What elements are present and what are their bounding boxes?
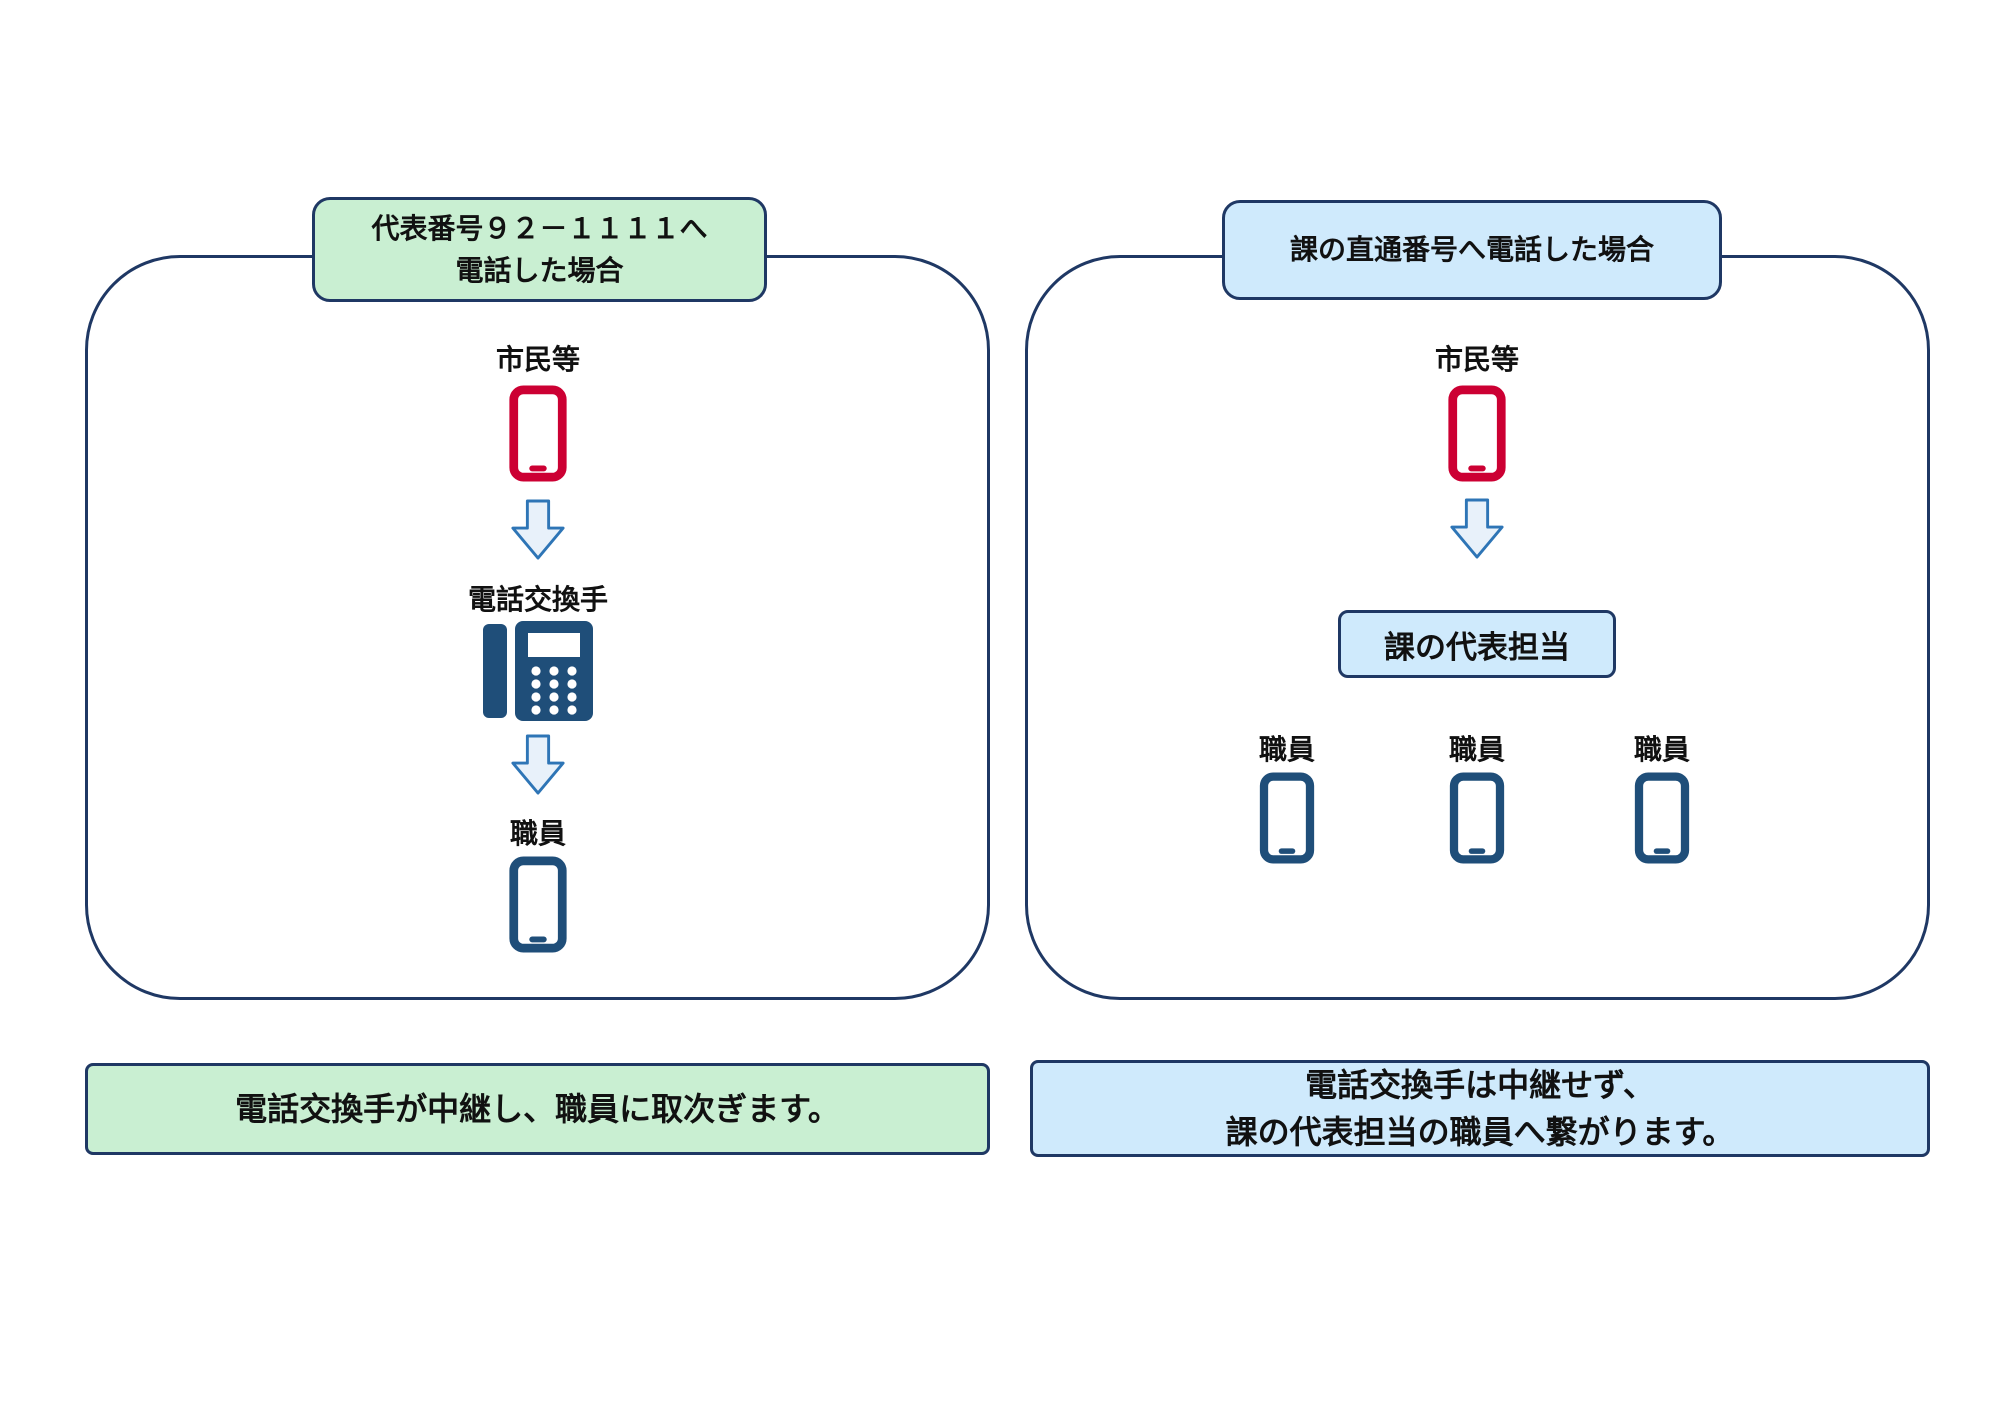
left-operator-label: 電話交換手	[467, 583, 609, 616]
down-arrow-icon	[1448, 497, 1506, 561]
right-caption-box: 電話交換手は中継せず、 課の代表担当の職員へ繋がります。	[1030, 1060, 1930, 1157]
left-staff-label: 職員	[509, 817, 567, 850]
left-title-line2: 電話した場合	[455, 253, 624, 287]
left-title-line1: 代表番号９２－１１１１へ	[371, 211, 708, 245]
staff-phone-icon	[1634, 772, 1690, 864]
right-flow-panel	[1025, 255, 1930, 1000]
staff-phone-icon	[1259, 772, 1315, 864]
right-staff-label: 職員	[1258, 733, 1316, 766]
right-staff-label: 職員	[1633, 733, 1691, 766]
down-arrow-icon	[509, 498, 567, 562]
down-arrow-icon	[509, 733, 567, 797]
staff-phone-icon	[508, 856, 568, 953]
right-caller-label: 市民等	[1434, 343, 1520, 376]
right-title-box: 課の直通番号へ電話した場合	[1222, 200, 1722, 300]
left-title-box: 代表番号９２－１１１１へ 電話した場合	[312, 197, 767, 302]
caller-phone-icon	[1447, 385, 1507, 482]
caller-phone-icon	[508, 385, 568, 482]
right-title-text: 課の直通番号へ電話した場合	[1289, 233, 1654, 266]
operator-deskphone-icon	[483, 620, 593, 722]
left-caption-text: 電話交換手が中継し、職員に取次ぎます。	[235, 1089, 840, 1128]
right-caption-line1: 電話交換手は中継せず、	[1305, 1066, 1655, 1105]
right-staff-label: 職員	[1448, 733, 1506, 766]
left-caption-box: 電話交換手が中継し、職員に取次ぎます。	[85, 1063, 990, 1155]
department-representative-label: 課の代表担当	[1384, 629, 1570, 666]
department-representative-box: 課の代表担当	[1338, 610, 1616, 678]
right-caption-line2: 課の代表担当の職員へ繋がります。	[1225, 1112, 1735, 1151]
staff-phone-icon	[1449, 772, 1505, 864]
left-caller-label: 市民等	[495, 343, 581, 376]
